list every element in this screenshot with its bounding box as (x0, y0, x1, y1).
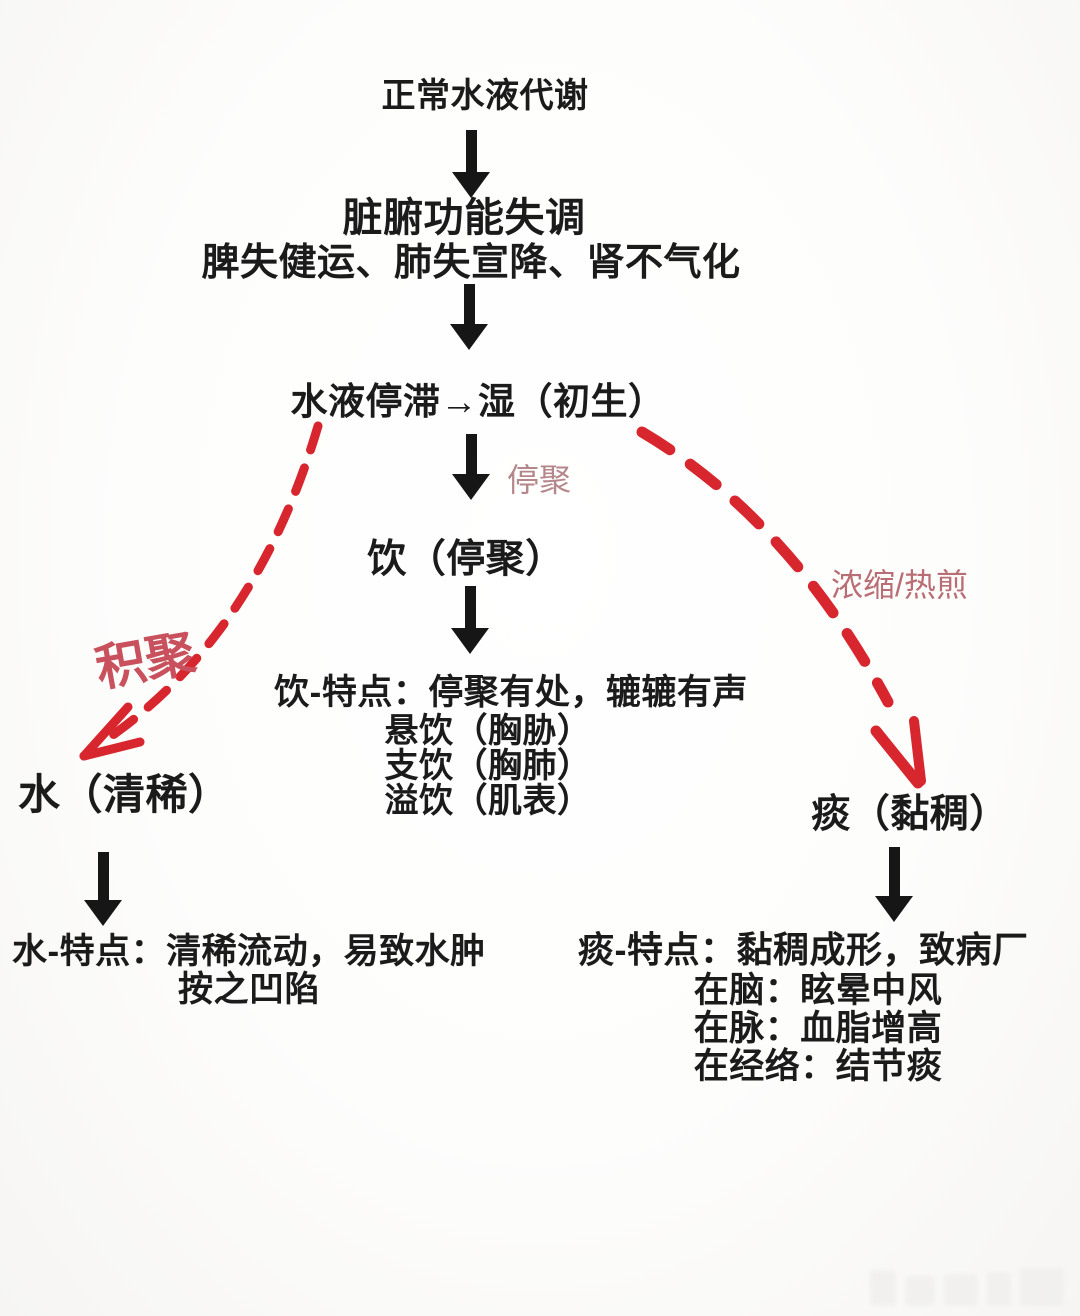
watermark-glyph (1020, 1268, 1064, 1306)
drink-features-list: 悬饮（胸胁） 支饮（胸肺） 溢饮（肌表） (385, 714, 592, 819)
arrow-head (84, 900, 122, 926)
node-organ-dysfunction-heading: 脏腑功能失调 (342, 196, 586, 240)
drink-features-heading: 饮-特点：停聚有处，辘辘有声 (274, 673, 748, 712)
arrow-stem (888, 847, 900, 896)
watermark (870, 1268, 1064, 1306)
edge-label-accumulate: 积聚 (91, 624, 200, 698)
watermark-glyph (944, 1274, 978, 1306)
node-organ-dysfunction-detail: 脾失健运、肺失宣降、肾不气化 (201, 242, 741, 284)
node-fluid-stagnation: 水液停滞→湿（初生） (290, 381, 666, 422)
arrow-head (452, 474, 490, 500)
drink-feature-item: 溢饮（肌表） (384, 782, 592, 820)
edge-label-stop-gather: 停聚 (507, 462, 572, 498)
arrow-head (450, 324, 488, 350)
arrow-head (452, 172, 490, 198)
watermark-glyph (905, 1276, 935, 1306)
node-drink: 饮（停聚） (367, 538, 565, 581)
arrow-stem (97, 852, 109, 900)
arrow-stem (463, 284, 475, 324)
edge-label-condense: 浓缩/热煎 (831, 567, 968, 603)
node-water: 水（清稀） (18, 771, 231, 818)
arrow-stem (464, 586, 476, 628)
down-arrow-4 (451, 586, 489, 654)
phlegm-feature-item: 在脑：眩晕中风 (693, 971, 943, 1010)
arrow-stem (465, 130, 477, 172)
watermark-glyph (870, 1270, 896, 1306)
node-phlegm: 痰（黏稠） (811, 793, 1009, 836)
water-features-line1: 水-特点：清稀流动，易致水肿 (12, 932, 486, 971)
arrow-stem (465, 434, 477, 474)
node-normal-metabolism: 正常水液代谢 (381, 77, 589, 115)
watermark-glyph (987, 1272, 1011, 1306)
down-arrow-5 (84, 852, 122, 926)
phlegm-feature-item: 在经络：结节痰 (693, 1047, 943, 1086)
phlegm-features-list: 在脑：眩晕中风 在脉：血脂增高 在经络：结节痰 (694, 972, 943, 1086)
phlegm-feature-item: 在脉：血脂增高 (693, 1009, 943, 1048)
dashed-arrow-right (636, 426, 926, 789)
down-arrow-1 (452, 130, 490, 198)
arrow-head (451, 628, 489, 654)
down-arrow-2 (450, 284, 488, 350)
phlegm-features-heading: 痰-特点：黏稠成形，致病厂 (578, 929, 1029, 970)
down-arrow-6 (875, 847, 913, 922)
drink-feature-item: 悬饮（胸胁） (384, 712, 592, 750)
down-arrow-3 (452, 434, 490, 500)
drink-feature-item: 支饮（胸肺） (384, 747, 592, 785)
arrow-head (875, 896, 913, 922)
water-features-line2: 按之凹陷 (178, 970, 321, 1009)
